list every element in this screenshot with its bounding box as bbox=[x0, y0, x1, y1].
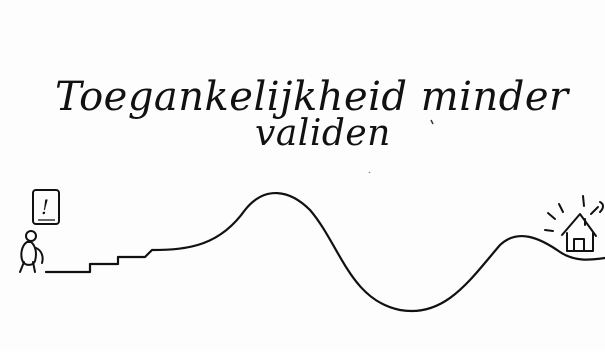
house-icon bbox=[545, 196, 603, 251]
paper-mark bbox=[431, 120, 433, 124]
warning-sign-symbol: ! bbox=[41, 195, 50, 219]
accessibility-path-line bbox=[46, 193, 605, 311]
paper-mark bbox=[369, 172, 370, 173]
warning-sign-icon: ! bbox=[33, 190, 59, 224]
person-icon bbox=[20, 231, 43, 272]
title-line-2: validen bbox=[255, 113, 391, 154]
